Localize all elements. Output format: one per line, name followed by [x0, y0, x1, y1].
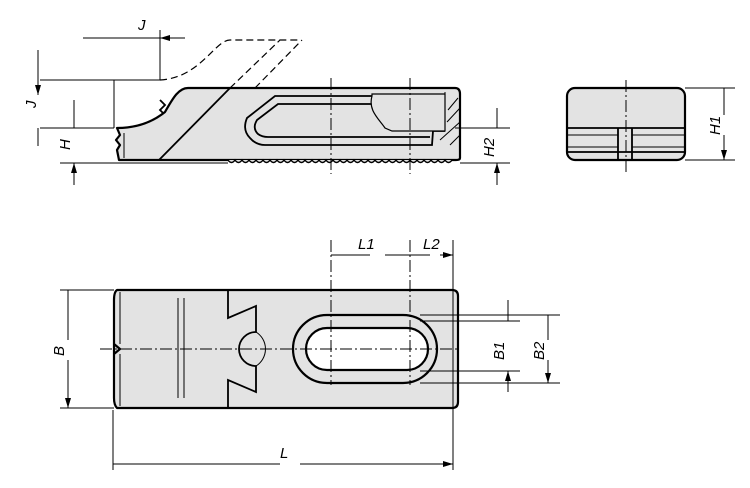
dim-label-h: H	[57, 139, 74, 150]
dim-label-b: B	[51, 346, 68, 356]
side-view: J J H H2	[23, 17, 510, 185]
top-view: L1 L2 B B1 B2 L	[51, 236, 560, 470]
dim-label-b1: B1	[491, 342, 508, 360]
dim-label-h2: H2	[481, 137, 498, 157]
dim-label-l1: L1	[358, 236, 375, 253]
dim-label-h1: H1	[707, 116, 724, 135]
dim-label-l2: L2	[423, 236, 440, 253]
end-view: H1	[565, 80, 735, 172]
dim-label-l: L	[280, 445, 288, 462]
dim-label-j-side: J	[23, 100, 40, 109]
dim-label-b2: B2	[531, 341, 548, 360]
dim-label-j-top: J	[137, 17, 146, 34]
